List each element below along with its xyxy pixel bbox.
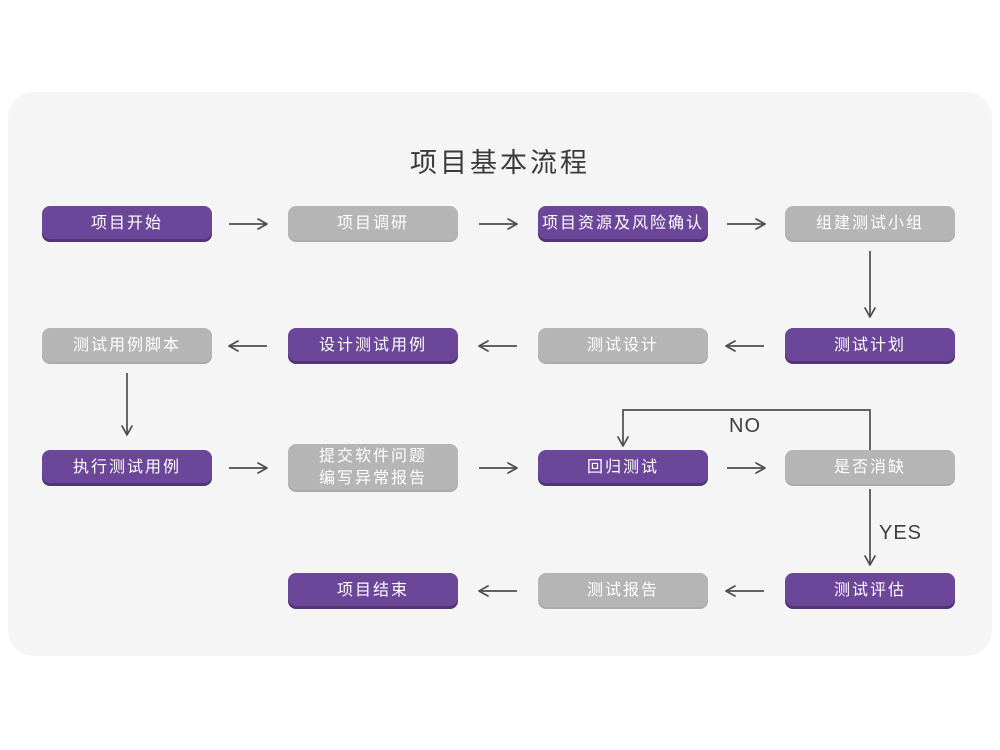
node-project-start: 项目开始 (42, 206, 212, 242)
edge-label-yes: YES (879, 522, 923, 544)
node-test-plan: 测试计划 (785, 328, 955, 364)
diagram-title: 项目基本流程 (410, 148, 590, 178)
node-test-evaluation: 测试评估 (785, 573, 955, 609)
node-design-test-cases: 设计测试用例 (288, 328, 458, 364)
node-regression-test: 回归测试 (538, 450, 708, 486)
edge-label-no: NO (729, 415, 761, 437)
node-project-research: 项目调研 (288, 206, 458, 242)
node-execute-test-cases: 执行测试用例 (42, 450, 212, 486)
node-project-end: 项目结束 (288, 573, 458, 609)
node-defects-cleared: 是否消缺 (785, 450, 955, 486)
node-test-case-script: 测试用例脚本 (42, 328, 212, 364)
node-test-report: 测试报告 (538, 573, 708, 609)
node-build-test-team: 组建测试小组 (785, 206, 955, 242)
flowchart-card (8, 92, 992, 656)
node-test-design: 测试设计 (538, 328, 708, 364)
node-resources-risk: 项目资源及风险确认 (538, 206, 708, 242)
arrow-no-loop-defects-to-regression-icon (617, 409, 871, 451)
node-submit-issues: 提交软件问题 编写异常报告 (288, 444, 458, 492)
